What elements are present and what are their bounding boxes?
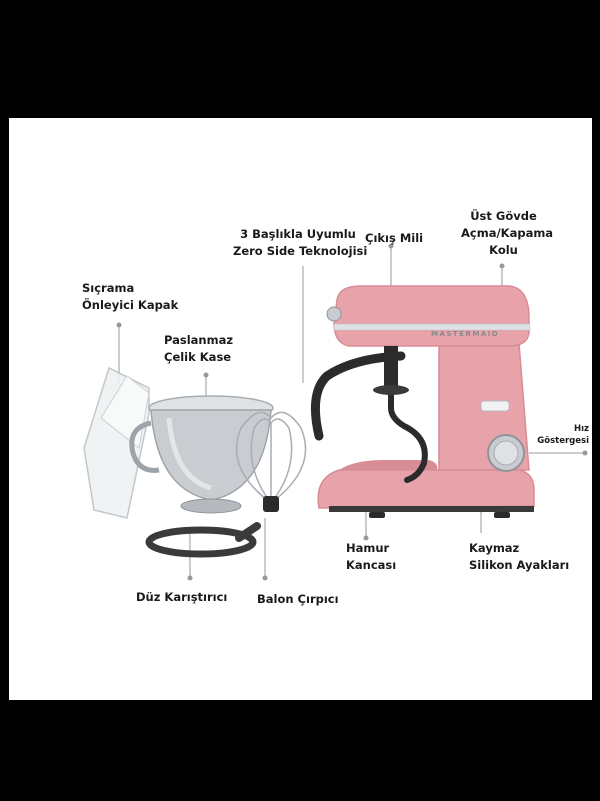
label-splash-lid-line2: Önleyici Kapak xyxy=(82,298,179,312)
label-upper-body-line2: Açma/Kapama xyxy=(461,226,554,240)
label-output-shaft-line1: Çıkış Mili xyxy=(365,231,424,245)
label-upper-body: Üst Gövde Açma/Kapama Kolu xyxy=(461,208,554,259)
leader-dots xyxy=(116,243,588,581)
product-canvas: MASTERMAID Sıçrama Önleyici Kapak Paslan… xyxy=(9,118,592,700)
brand-wordmark: MASTERMAID xyxy=(431,330,500,338)
flat-beater xyxy=(145,522,261,558)
steel-bowl xyxy=(129,395,274,514)
splash-lid xyxy=(83,366,150,519)
label-steel-bowl: Paslanmaz Çelik Kase xyxy=(164,332,233,366)
label-steel-bowl-line1: Paslanmaz xyxy=(164,333,234,347)
label-output-shaft: Çıkış Mili xyxy=(365,230,423,247)
label-speed-indicator: Hız Göstergesi xyxy=(531,423,589,447)
label-flat-beater-line1: Düz Karıştırıcı xyxy=(136,590,228,604)
label-speed-indicator-line2: Göstergesi xyxy=(537,436,589,446)
label-non-slip-feet-line2: Silikon Ayakları xyxy=(469,558,570,572)
label-balloon-whisk-line1: Balon Çırpıcı xyxy=(257,592,339,606)
label-splash-lid-line1: Sıçrama xyxy=(82,281,135,295)
mixer-body xyxy=(310,285,535,518)
label-zero-side: 3 Başlıkla Uyumlu Zero Side Teknolojisi xyxy=(233,226,368,260)
balloon-whisk xyxy=(235,411,307,504)
label-upper-body-line3: Kolu xyxy=(489,243,518,257)
label-upper-body-line1: Üst Gövde xyxy=(470,209,537,223)
label-dough-hook-line1: Hamur xyxy=(346,541,390,555)
label-non-slip-feet-line1: Kaymaz xyxy=(469,541,520,555)
label-zero-side-line2: Zero Side Teknolojisi xyxy=(233,244,368,258)
label-splash-lid: Sıçrama Önleyici Kapak xyxy=(82,280,178,314)
label-non-slip-feet: Kaymaz Silikon Ayakları xyxy=(469,540,569,574)
label-zero-side-line1: 3 Başlıkla Uyumlu xyxy=(240,227,356,241)
label-dough-hook: Hamur Kancası xyxy=(346,540,396,574)
whisk-hub xyxy=(263,496,279,512)
label-balloon-whisk: Balon Çırpıcı xyxy=(257,591,339,608)
label-steel-bowl-line2: Çelik Kase xyxy=(164,350,232,364)
label-speed-indicator-line1: Hız xyxy=(574,424,589,434)
label-flat-beater: Düz Karıştırıcı xyxy=(136,589,227,606)
stand-mixer-illustration xyxy=(83,243,588,581)
label-dough-hook-line2: Kancası xyxy=(346,558,397,572)
